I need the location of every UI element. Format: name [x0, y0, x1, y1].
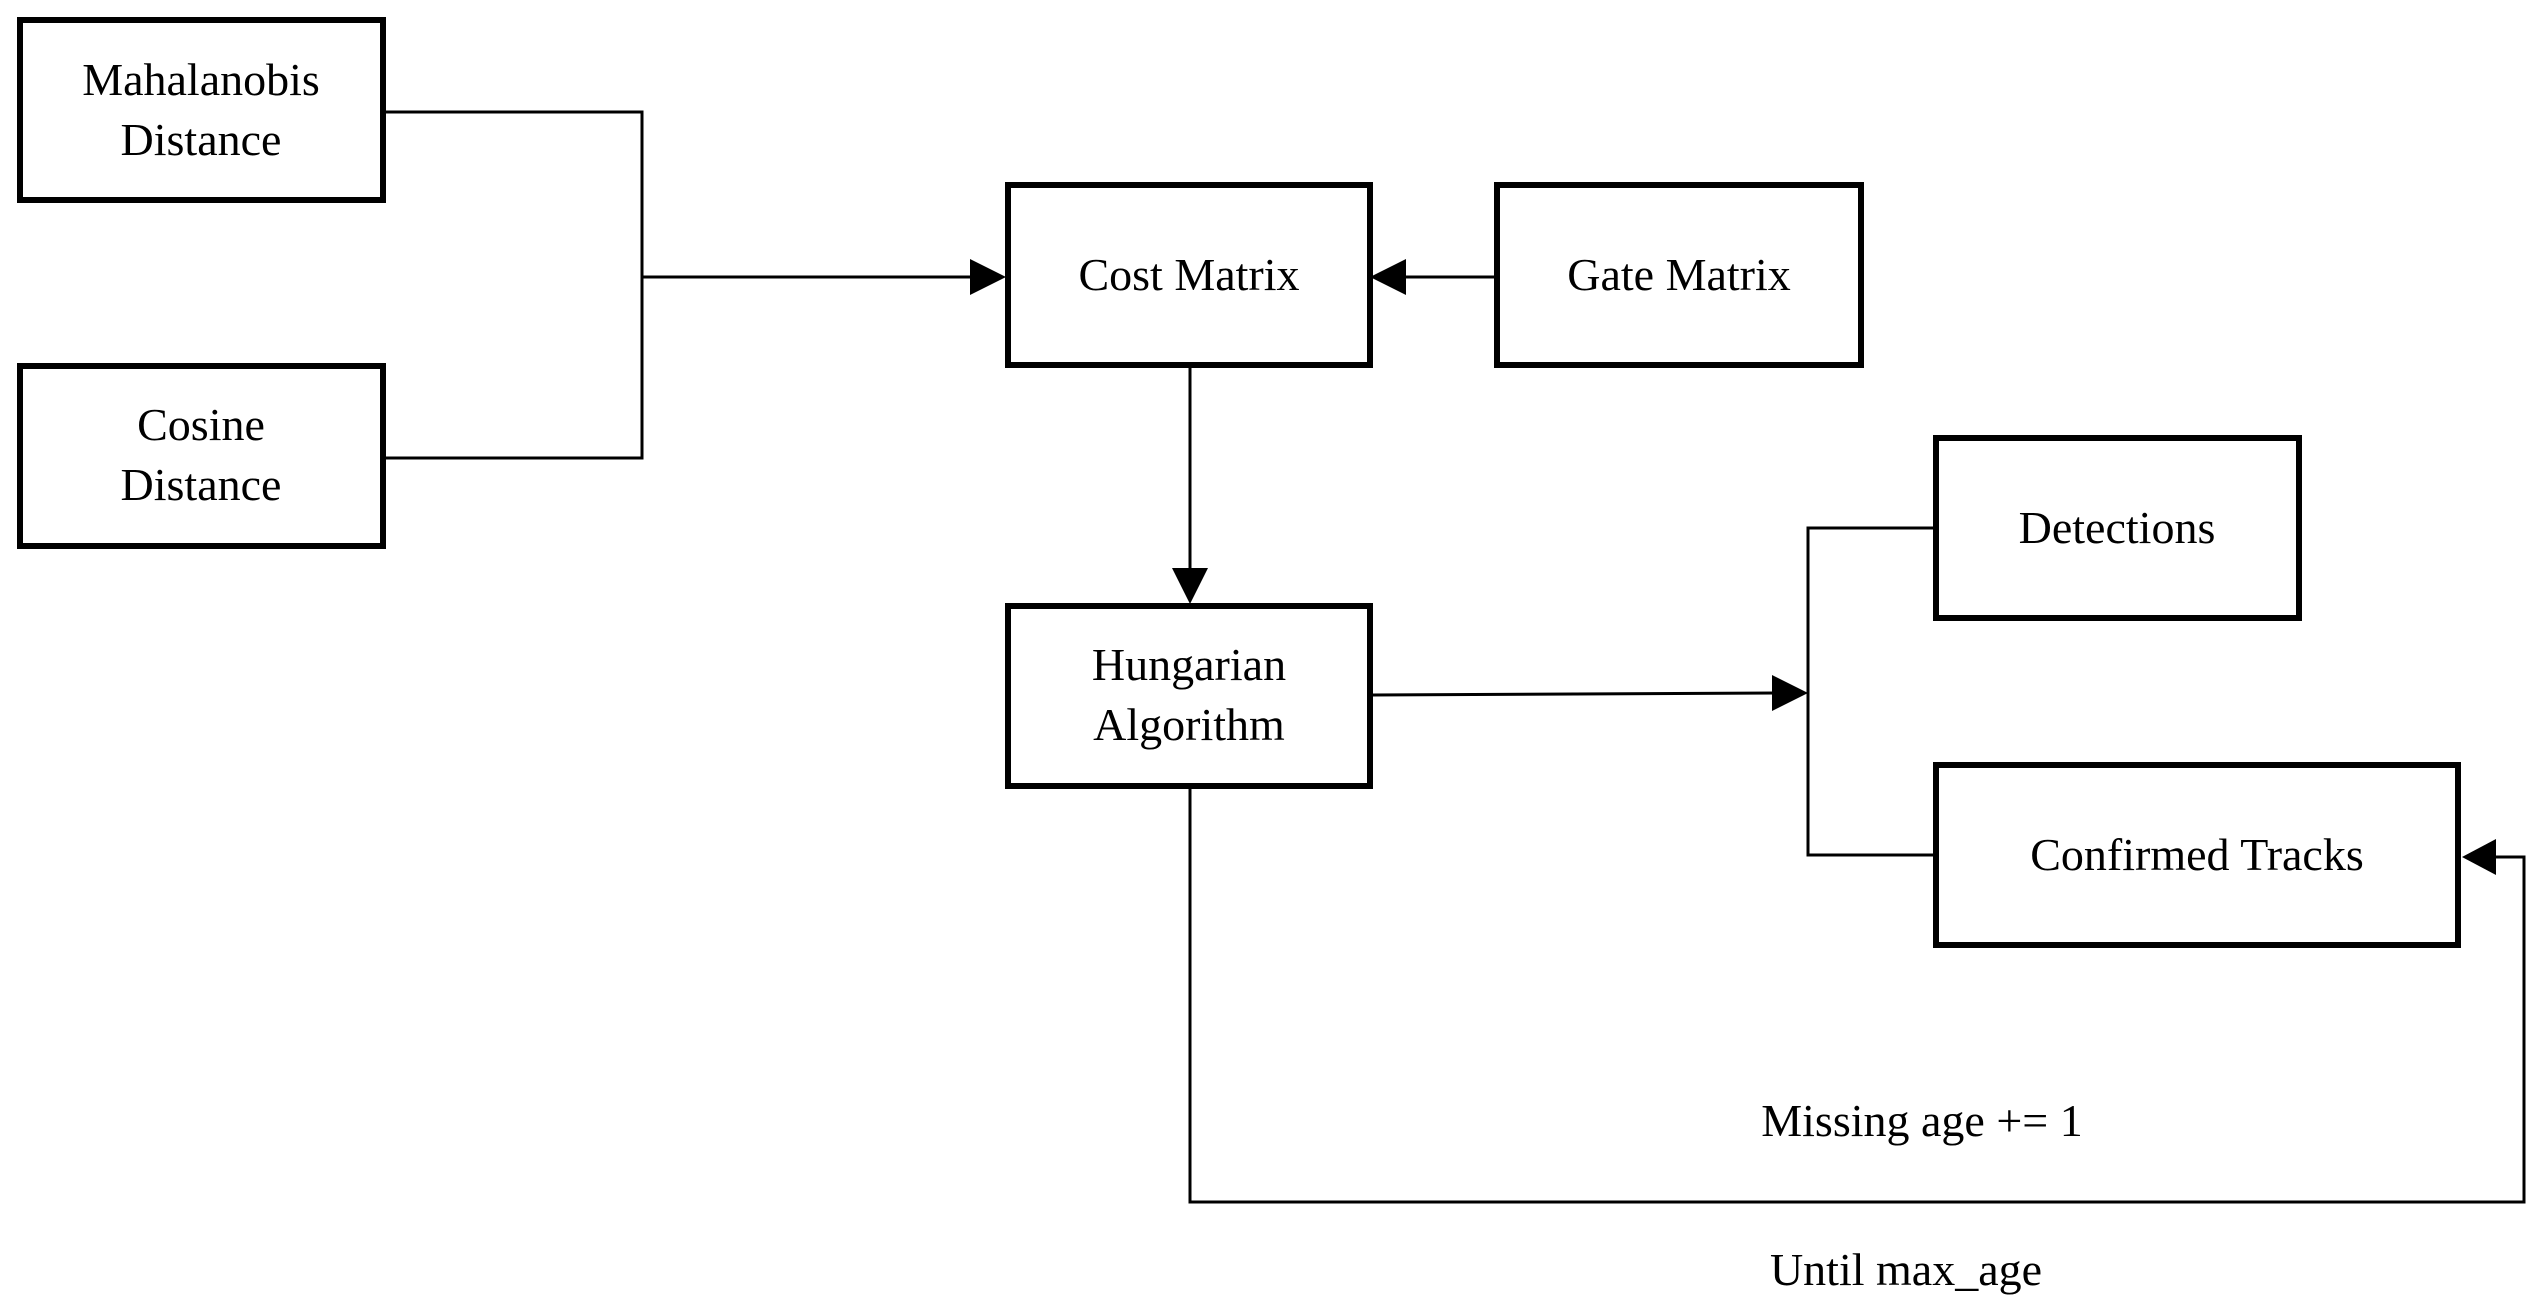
node-cosine-line-2: Distance	[121, 459, 282, 510]
node-cost-matrix-label: Cost Matrix	[1078, 249, 1299, 300]
connector-outputs-bus	[1806, 526, 1934, 857]
arrowhead-gate-into-cost-matrix	[1370, 259, 1406, 295]
arrowhead-into-confirmed-tracks	[2462, 839, 2496, 875]
node-mahalanobis-line-1: Mahalanobis	[82, 54, 320, 105]
node-cosine-line-1: Cosine	[137, 399, 265, 450]
connector-feedback-loop	[1188, 787, 2526, 1204]
node-detections-label: Detections	[2019, 502, 2216, 553]
node-detections: Detections	[1933, 435, 2302, 621]
node-hungarian-line-1: Hungarian	[1092, 639, 1286, 690]
connectors	[384, 110, 2526, 1204]
node-cosine-distance: Cosine Distance	[17, 363, 386, 549]
connector-hungarian-to-outputs	[1371, 691, 1777, 697]
node-mahalanobis-line-2: Distance	[121, 114, 282, 165]
node-gate-matrix-label: Gate Matrix	[1567, 249, 1791, 300]
arrowhead-into-hungarian	[1172, 568, 1208, 604]
connector-mahalanobis-to-bus	[384, 110, 644, 460]
node-hungarian-algorithm: Hungarian Algorithm	[1005, 603, 1373, 789]
node-gate-matrix: Gate Matrix	[1494, 182, 1864, 368]
edge-label-missing-age: Missing age += 1	[1761, 1095, 2082, 1146]
node-cost-matrix: Cost Matrix	[1005, 182, 1373, 368]
edge-label-until-max-age: Until max_age	[1770, 1244, 2042, 1295]
node-confirmed-tracks: Confirmed Tracks	[1933, 762, 2461, 948]
node-hungarian-line-2: Algorithm	[1093, 699, 1285, 750]
node-confirmed-tracks-label: Confirmed Tracks	[2030, 829, 2364, 880]
arrowhead-into-outputs	[1772, 675, 1808, 711]
node-mahalanobis-distance: Mahalanobis Distance	[17, 17, 386, 203]
arrowhead-into-cost-matrix	[970, 259, 1006, 295]
